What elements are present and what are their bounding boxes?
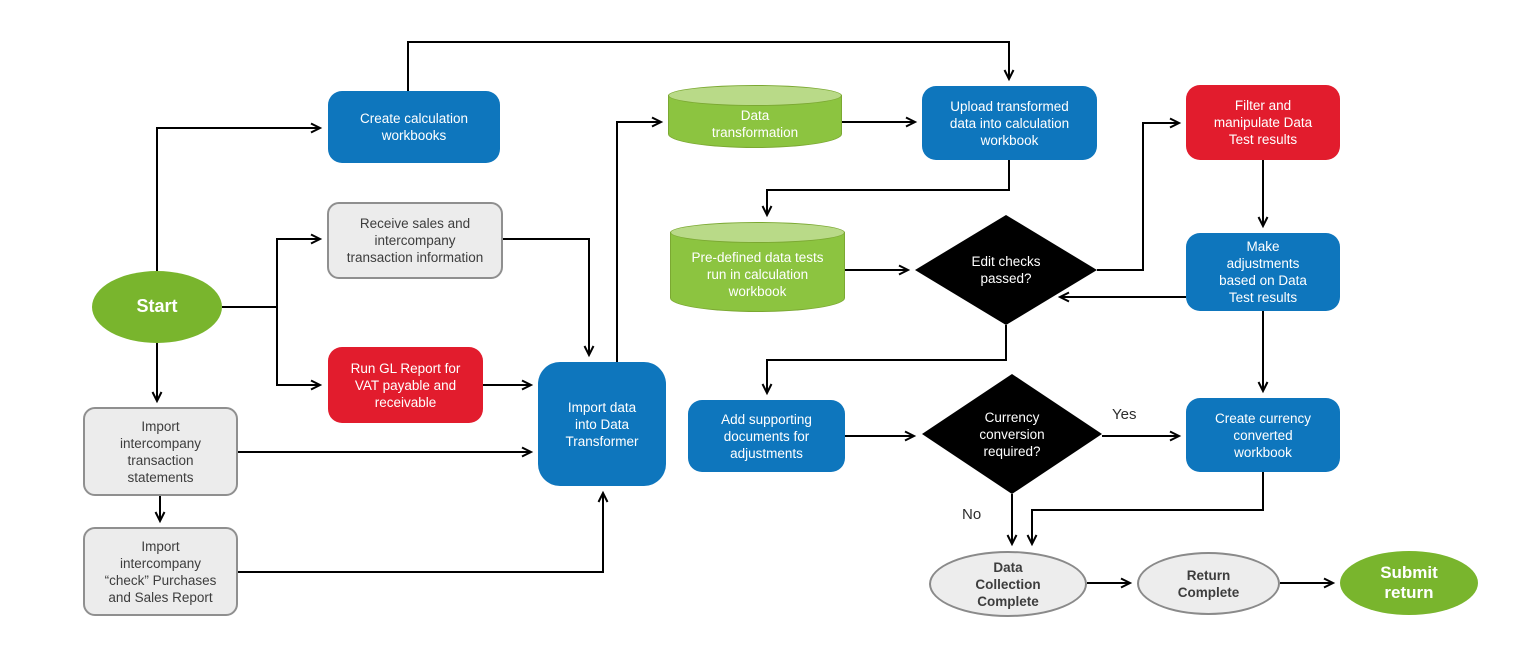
node-upload-transformed: Upload transformed data into calculation… (922, 86, 1097, 160)
receive-sales-label: Receive sales and intercompany transacti… (346, 216, 484, 265)
import-data-transformer-label: Import data into Data Transformer (565, 399, 639, 449)
data-transformation-label: Data transformation (711, 107, 799, 140)
edge-edit-checks-to-filter (1097, 117, 1182, 271)
add-supporting-docs-label: Add supporting documents for adjustments (721, 411, 812, 461)
node-filter-manipulate: Filter and manipulate Data Test results (1186, 85, 1340, 160)
start-label: Start (136, 296, 178, 317)
run-gl-report-label: Run GL Report for VAT payable and receiv… (350, 360, 461, 410)
node-receive-sales: Receive sales and intercompany transacti… (327, 202, 503, 279)
pre-defined-tests-label: Pre-defined data tests run in calculatio… (691, 249, 824, 299)
node-make-adjustments: Make adjustments based on Data Test resu… (1186, 233, 1340, 311)
create-calculation-workbooks-label: Create calculation workbooks (359, 111, 469, 143)
node-return-complete: Return Complete (1137, 552, 1280, 615)
edge-receive-sales-to-data-transformer (503, 238, 595, 358)
node-data-transformation: Data transformation (668, 85, 842, 148)
edit-checks-label: Edit checks passed? (971, 254, 1041, 286)
filter-manipulate-label: Filter and manipulate Data Test results (1213, 98, 1313, 147)
edge-start-to-run-gl-report (276, 307, 323, 391)
node-run-gl-report: Run GL Report for VAT payable and receiv… (328, 347, 483, 423)
data-collection-complete-label: Data Collection Complete (975, 559, 1041, 609)
make-adjustments-label: Make adjustments based on Data Test resu… (1219, 239, 1307, 305)
node-import-transaction-statements: Import intercompany transaction statemen… (83, 407, 238, 496)
edge-data-transformer-to-data-transformation (616, 116, 664, 362)
node-pre-defined-tests: Pre-defined data tests run in calculatio… (670, 222, 845, 312)
node-submit-return: Submit return (1340, 551, 1478, 615)
yes-edge-label: Yes (1112, 406, 1137, 423)
edge-create-calc-to-upload (407, 41, 1015, 91)
edge-import-check-to-data-transformer (238, 490, 609, 573)
data-transformation-cylinder-top (668, 85, 842, 106)
edge-start-to-create-calculation-workbooks (156, 122, 323, 271)
pre-defined-tests-cylinder-top (670, 222, 845, 243)
submit-return-label: Submit return (1380, 562, 1438, 602)
node-data-collection-complete: Data Collection Complete (929, 551, 1087, 617)
import-transaction-statements-label: Import intercompany transaction statemen… (119, 418, 202, 485)
pre-defined-tests-cylinder-body (670, 232, 845, 312)
currency-conversion-label: Currency conversion required? (979, 409, 1045, 459)
edge-start-to-receive-sales (222, 233, 323, 308)
edge-edit-checks-to-add-supporting (761, 325, 1007, 396)
node-import-check-purchases: Import intercompany “check” Purchases an… (83, 527, 238, 616)
node-import-data-transformer: Import data into Data Transformer (538, 362, 666, 486)
edge-upload-to-predefined-tests (761, 160, 1010, 218)
create-currency-workbook-label: Create currency converted workbook (1214, 410, 1312, 460)
node-create-currency-workbook: Create currency converted workbook (1186, 398, 1340, 472)
import-check-purchases-label: Import intercompany “check” Purchases an… (104, 538, 217, 605)
edge-create-currency-to-data-collection (1026, 472, 1264, 547)
no-edge-label: No (962, 506, 982, 523)
node-add-supporting-docs: Add supporting documents for adjustments (688, 400, 845, 472)
return-complete-label: Return Complete (1177, 567, 1240, 600)
node-start: Start (92, 271, 222, 343)
upload-transformed-label: Upload transformed data into calculation… (949, 98, 1070, 148)
node-create-calculation-workbooks: Create calculation workbooks (328, 91, 500, 163)
